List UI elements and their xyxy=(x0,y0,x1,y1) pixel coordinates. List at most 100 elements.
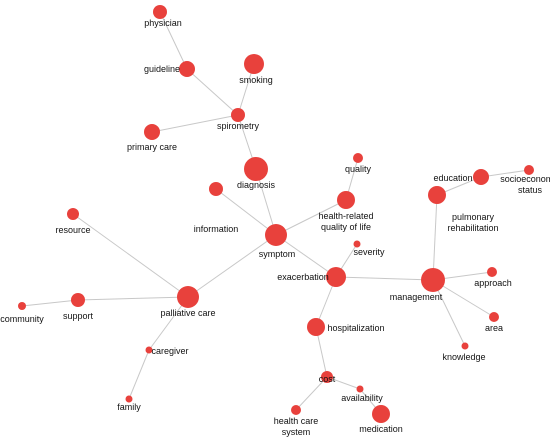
node-circle xyxy=(489,312,499,322)
node-community: community xyxy=(0,302,44,324)
edge-education-socioeconomic xyxy=(480,169,530,178)
node-circle xyxy=(231,108,245,122)
node-circle xyxy=(209,182,223,196)
node-label: health-related xyxy=(318,211,373,221)
node-label: cost xyxy=(319,374,336,384)
node-label-line2: system xyxy=(282,427,311,437)
node-label-line2: status xyxy=(518,185,543,195)
node-information: information xyxy=(194,182,239,234)
node-exacerbation: exacerbation xyxy=(277,267,346,287)
node-area: area xyxy=(485,312,503,333)
node-label: information xyxy=(194,224,239,234)
node-label: resource xyxy=(55,225,90,235)
node-circle xyxy=(244,54,264,74)
node-physician: physician xyxy=(144,5,182,28)
node-circle xyxy=(144,124,160,140)
node-label-line2: rehabilitation xyxy=(447,223,498,233)
node-knowledge: knowledge xyxy=(442,342,486,362)
edge-support-palliative-care xyxy=(77,296,189,301)
node-circle xyxy=(487,267,497,277)
nodes-layer: physician guideline smoking spirometry prima… xyxy=(0,5,550,437)
edge-community-support xyxy=(21,299,79,307)
node-circle xyxy=(353,240,361,248)
node-circle xyxy=(244,157,268,181)
node-family: family xyxy=(117,395,141,412)
node-circle xyxy=(421,268,445,292)
node-circle xyxy=(524,165,534,175)
node-medication: medication xyxy=(359,405,403,434)
node-label: community xyxy=(0,314,44,324)
node-circle xyxy=(428,186,446,204)
node-label: hospitalization xyxy=(327,323,384,333)
node-education: education xyxy=(433,169,489,185)
node-label: guideline xyxy=(144,64,180,74)
node-cost: cost xyxy=(319,371,336,384)
edge-information-symptom xyxy=(215,188,277,236)
node-circle xyxy=(337,191,355,209)
node-label: availability xyxy=(341,393,383,403)
edge-hrqol-symptom xyxy=(275,199,347,236)
node-label-line2: quality of life xyxy=(321,222,371,232)
node-label: caregiver xyxy=(151,346,188,356)
node-label: family xyxy=(117,402,141,412)
node-symptom: symptom xyxy=(259,224,296,259)
node-primary-care: primary care xyxy=(127,124,177,152)
node-quality: quality xyxy=(345,153,372,174)
node-circle xyxy=(177,286,199,308)
node-label: physician xyxy=(144,18,182,28)
node-circle xyxy=(461,342,469,350)
edge-physician-guideline xyxy=(159,11,188,70)
node-guideline: guideline xyxy=(144,61,195,77)
edge-resource-palliative-care xyxy=(72,213,189,298)
node-severity: severity xyxy=(353,240,385,257)
node-circle xyxy=(356,385,364,393)
node-circle xyxy=(372,405,390,423)
node-label: approach xyxy=(474,278,512,288)
node-management: management xyxy=(390,268,445,302)
node-circle xyxy=(18,302,26,310)
node-circle xyxy=(291,405,301,415)
edge-symptom-palliative-care xyxy=(187,234,277,298)
node-label: knowledge xyxy=(442,352,485,362)
node-diagnosis: diagnosis xyxy=(237,157,276,190)
node-circle xyxy=(473,169,489,185)
node-label: pulmonary xyxy=(452,212,495,222)
node-label: quality xyxy=(345,164,372,174)
node-label: symptom xyxy=(259,249,296,259)
edge-primary-care-spirometry xyxy=(151,114,239,133)
node-circle xyxy=(321,371,333,383)
node-hospitalization: hospitalization xyxy=(307,318,385,336)
node-label: diagnosis xyxy=(237,180,276,190)
node-spirometry: spirometry xyxy=(217,108,260,131)
node-circle xyxy=(153,5,167,19)
node-label: health care xyxy=(274,416,319,426)
node-label: smoking xyxy=(239,75,273,85)
edge-pulmonary-rehab-management xyxy=(432,194,438,281)
edge-exacerbation-management xyxy=(335,276,434,281)
node-circle xyxy=(71,293,85,307)
node-circle xyxy=(307,318,325,336)
edge-management-knowledge xyxy=(432,279,466,347)
node-support: support xyxy=(63,293,94,321)
node-label: education xyxy=(433,173,472,183)
edge-cost-health-care-system xyxy=(295,376,328,411)
node-circle xyxy=(326,267,346,287)
node-label: medication xyxy=(359,424,403,434)
node-label: socioeconomic xyxy=(500,174,550,184)
node-circle xyxy=(265,224,287,246)
node-label: area xyxy=(485,323,503,333)
node-label: primary care xyxy=(127,142,177,152)
edge-symptom-exacerbation xyxy=(275,234,337,278)
edge-guideline-spirometry xyxy=(186,68,239,116)
node-approach: approach xyxy=(474,267,512,288)
node-circle xyxy=(179,61,195,77)
node-palliative-care: palliative care xyxy=(160,286,216,318)
node-label: spirometry xyxy=(217,121,260,131)
edge-caregiver-family xyxy=(128,349,150,400)
node-availability: availability xyxy=(341,385,383,403)
node-label: management xyxy=(390,292,443,302)
node-circle xyxy=(145,346,153,354)
